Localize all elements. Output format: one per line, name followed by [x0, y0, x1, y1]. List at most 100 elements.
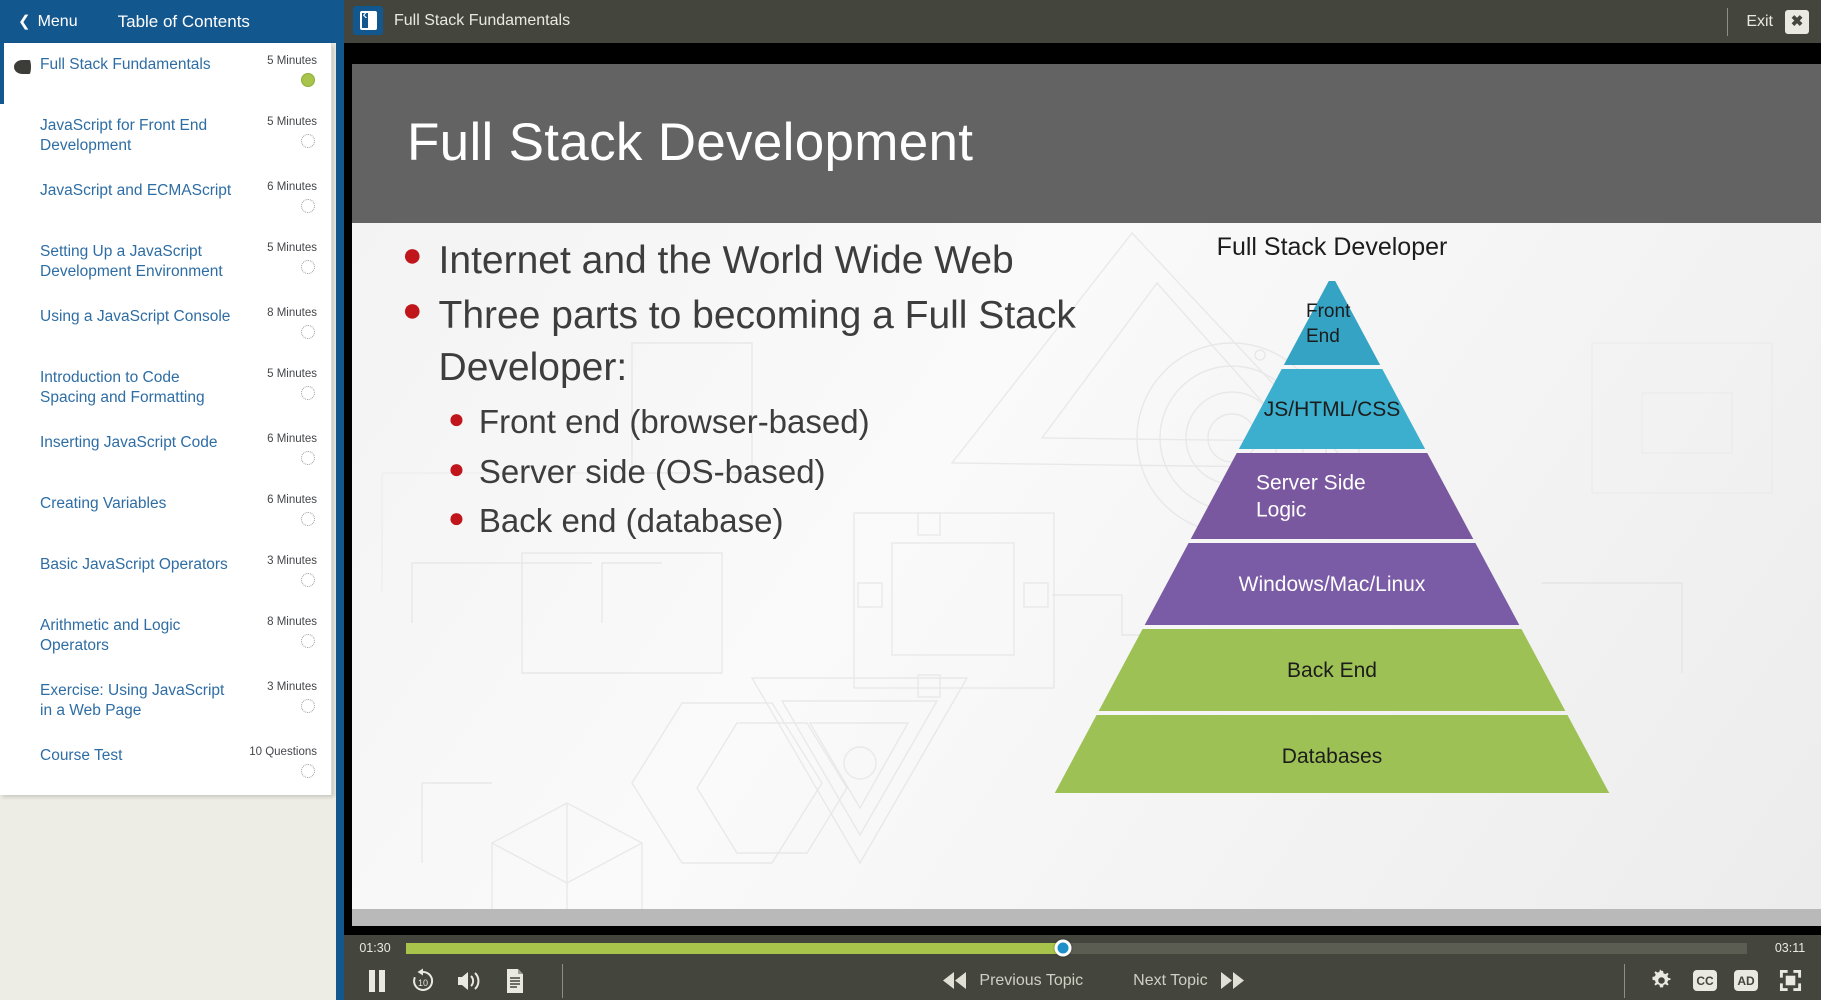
toc-item-marker	[0, 307, 40, 312]
menu-button[interactable]: ❮ Menu	[18, 13, 78, 31]
toc-item-meta: 5 Minutes	[241, 368, 321, 405]
toc-item-meta: 8 Minutes	[241, 616, 321, 653]
toc-header: ❮ Menu Table of Contents	[0, 0, 344, 43]
previous-topic-button[interactable]: Previous Topic	[941, 971, 1083, 990]
player-options: CC AD	[1624, 963, 1805, 998]
forward-double-right-icon	[1220, 972, 1244, 989]
toc-item-meta: 6 Minutes	[241, 494, 321, 531]
topic-nav: Previous Topic Next Topic	[563, 971, 1624, 990]
toc-item-duration: 5 Minutes	[267, 241, 317, 254]
toc-item-label: Using a JavaScript Console	[40, 307, 231, 325]
divider	[1727, 7, 1729, 36]
pyramid-layer-label: Databases	[1282, 745, 1382, 768]
toc-item-7[interactable]: Creating Variables 6 Minutes	[0, 482, 331, 543]
pyramid-layer-5	[1054, 715, 1610, 793]
toc-item-label: Exercise: Using JavaScript in a Web Page	[40, 681, 225, 720]
toc-item-2[interactable]: JavaScript and ECMAScript 6 Minutes	[0, 169, 331, 230]
toc-item-4[interactable]: Using a JavaScript Console 8 Minutes	[0, 295, 331, 356]
sidebar-accent-rail	[336, 43, 344, 1000]
transcript-icon[interactable]	[500, 966, 530, 996]
bullet-text: Front end (browser-based)	[478, 403, 870, 441]
toc-item-marker	[0, 555, 40, 560]
toc-item-status-dot	[301, 134, 315, 148]
closed-captions-button[interactable]: CC	[1693, 970, 1717, 991]
toc-item-marker	[0, 433, 40, 438]
bullet-text: Three parts to becoming a Full Stack Dev…	[438, 294, 1076, 389]
slide-bottom-shadow	[352, 909, 1821, 926]
bullet-level2: ●Server side (OS-based)	[448, 447, 1162, 497]
course-title: Full Stack Fundamentals	[394, 12, 571, 29]
toc-item-label: JavaScript and ECMAScript	[40, 181, 232, 199]
toc-item-marker	[0, 242, 40, 247]
seek-bar[interactable]	[406, 939, 1747, 957]
collapse-sidebar-button[interactable]	[353, 6, 383, 35]
toc-item-status-dot	[301, 698, 315, 713]
player-controls: 01:30 03:11	[344, 935, 1821, 1000]
bullet-text: Back end (database)	[478, 502, 784, 540]
bullet-text: Internet and the World Wide Web	[438, 239, 1014, 282]
toc-panel-title: Table of Contents	[117, 11, 250, 31]
slide-stage: Full Stack Development	[344, 43, 1821, 1000]
bullet-level2: ●Front end (browser-based)	[448, 397, 1162, 447]
toc-item-duration: 6 Minutes	[267, 180, 317, 193]
bullet-text: Server side (OS-based)	[478, 452, 826, 490]
fullscreen-icon[interactable]	[1775, 966, 1805, 996]
exit-button[interactable]: Exit	[1746, 12, 1773, 30]
bullet-dot-icon: ●	[402, 291, 423, 330]
audio-description-button[interactable]: AD	[1734, 970, 1758, 991]
toc-item-marker	[0, 616, 40, 621]
total-time: 03:11	[1774, 941, 1806, 955]
toc-item-3[interactable]: Setting Up a JavaScript Development Envi…	[0, 230, 331, 295]
bullet-dot-icon: ●	[448, 502, 465, 534]
volume-icon[interactable]	[454, 966, 484, 996]
toc-item-duration: 8 Minutes	[267, 615, 317, 628]
bullet-level1: ● Internet and the World Wide Web	[402, 235, 1162, 286]
next-topic-label: Next Topic	[1133, 971, 1208, 989]
bullet-level1: ● Three parts to becoming a Full Stack De…	[402, 290, 1162, 393]
slide: Full Stack Development	[352, 64, 1821, 909]
toc-item-meta: 6 Minutes	[241, 433, 321, 470]
pause-icon[interactable]	[362, 966, 392, 996]
top-bar: ❮ Menu Table of Contents Full Stack Fund…	[0, 0, 1821, 43]
toc-item-status-dot	[301, 450, 315, 465]
control-row: 10	[344, 961, 1821, 1000]
toc-item-11[interactable]: Course Test 10 Questions	[0, 734, 331, 795]
toc-item-5[interactable]: Introduction to Code Spacing and Formatt…	[0, 356, 331, 421]
bullet-dot-icon: ●	[402, 236, 423, 274]
toc-item-label: Course Test	[40, 746, 123, 764]
toc-item-meta: 5 Minutes	[241, 242, 321, 279]
toc-item-status-dot	[301, 198, 315, 213]
toc-item-label: Creating Variables	[40, 494, 167, 512]
rewind-double-left-icon	[943, 972, 967, 989]
gear-icon[interactable]	[1646, 966, 1676, 996]
pyramid-layer-3	[1144, 543, 1520, 625]
toc-item-marker	[0, 181, 40, 186]
toc-item-label: Introduction to Code Spacing and Formatt…	[40, 368, 205, 407]
toc-item-marker	[0, 494, 40, 499]
toc-item-marker	[0, 116, 40, 121]
toc-item-duration: 8 Minutes	[267, 306, 317, 319]
toc-item-duration: 5 Minutes	[267, 367, 317, 380]
slide-title: Full Stack Development	[407, 113, 974, 172]
seek-bar-fill	[406, 942, 1064, 954]
next-topic-button[interactable]: Next Topic	[1133, 971, 1245, 990]
close-x-icon[interactable]: ✖	[1785, 9, 1809, 34]
pyramid-layer-label: Logic	[1256, 499, 1306, 522]
toc-item-duration: 10 Questions	[249, 745, 317, 758]
previous-topic-label: Previous Topic	[979, 971, 1084, 989]
toc-item-10[interactable]: Exercise: Using JavaScript in a Web Page…	[0, 669, 331, 734]
pyramid-layer-label: Windows/Mac/Linux	[1239, 573, 1426, 596]
toc-item-marker	[0, 368, 40, 373]
pyramid-layer-label: End	[1306, 326, 1340, 347]
toc-item-marker	[0, 746, 40, 751]
seek-bar-handle[interactable]	[1054, 939, 1072, 957]
toc-item-marker	[0, 55, 40, 79]
rewind-10-icon[interactable]: 10	[408, 966, 438, 996]
